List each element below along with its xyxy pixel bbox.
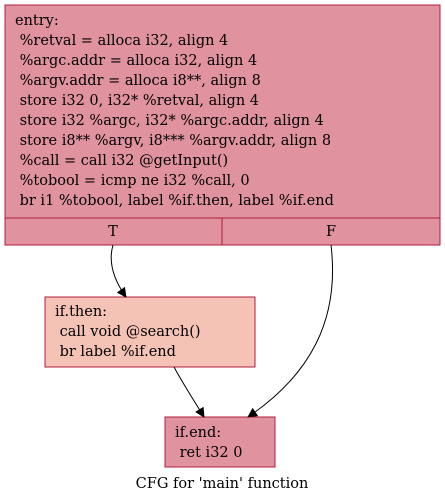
edge-entry-false-to-if-end	[247, 244, 334, 418]
entry-line-5: store i32 %argc, i32* %argc.addr, align …	[15, 113, 324, 129]
node-if-then-box	[44, 296, 256, 368]
if-then-line-2: br label %if.end	[55, 344, 176, 360]
node-if-end-box	[164, 416, 276, 468]
if-then-line-0: if.then:	[55, 304, 107, 320]
node-entry: entry: %retval = alloca i32, align 4 %ar…	[4, 4, 441, 246]
if-then-line-1: call void @search()	[55, 324, 201, 340]
edge-if-then-to-if-end	[173, 366, 205, 418]
entry-line-8: %tobool = icmp ne i32 %call, 0	[15, 173, 250, 189]
if-end-line-1: ret i32 0	[175, 445, 242, 461]
entry-line-6: store i8** %argv, i8*** %argv.addr, alig…	[15, 133, 331, 149]
if-end-line-0: if.end:	[175, 425, 221, 441]
port-true-label: T	[108, 224, 118, 240]
node-if-then: if.then: call void @search() br label %i…	[44, 296, 256, 368]
entry-line-7: %call = call i32 @getInput()	[15, 153, 228, 169]
node-if-end: if.end: ret i32 0	[164, 416, 276, 468]
graph-caption: CFG for 'main' function	[136, 476, 309, 492]
entry-line-1: %retval = alloca i32, align 4	[15, 33, 228, 49]
entry-line-0: entry:	[15, 13, 59, 29]
port-false-label: F	[326, 224, 336, 240]
entry-line-4: store i32 0, i32* %retval, align 4	[15, 93, 259, 109]
entry-line-3: %argv.addr = alloca i8**, align 8	[15, 73, 261, 89]
node-entry-box	[4, 4, 441, 246]
edge-entry-true-to-if-then	[110, 244, 127, 298]
entry-line-9: br i1 %tobool, label %if.then, label %if…	[15, 193, 334, 209]
entry-line-2: %argc.addr = alloca i32, align 4	[15, 53, 257, 69]
